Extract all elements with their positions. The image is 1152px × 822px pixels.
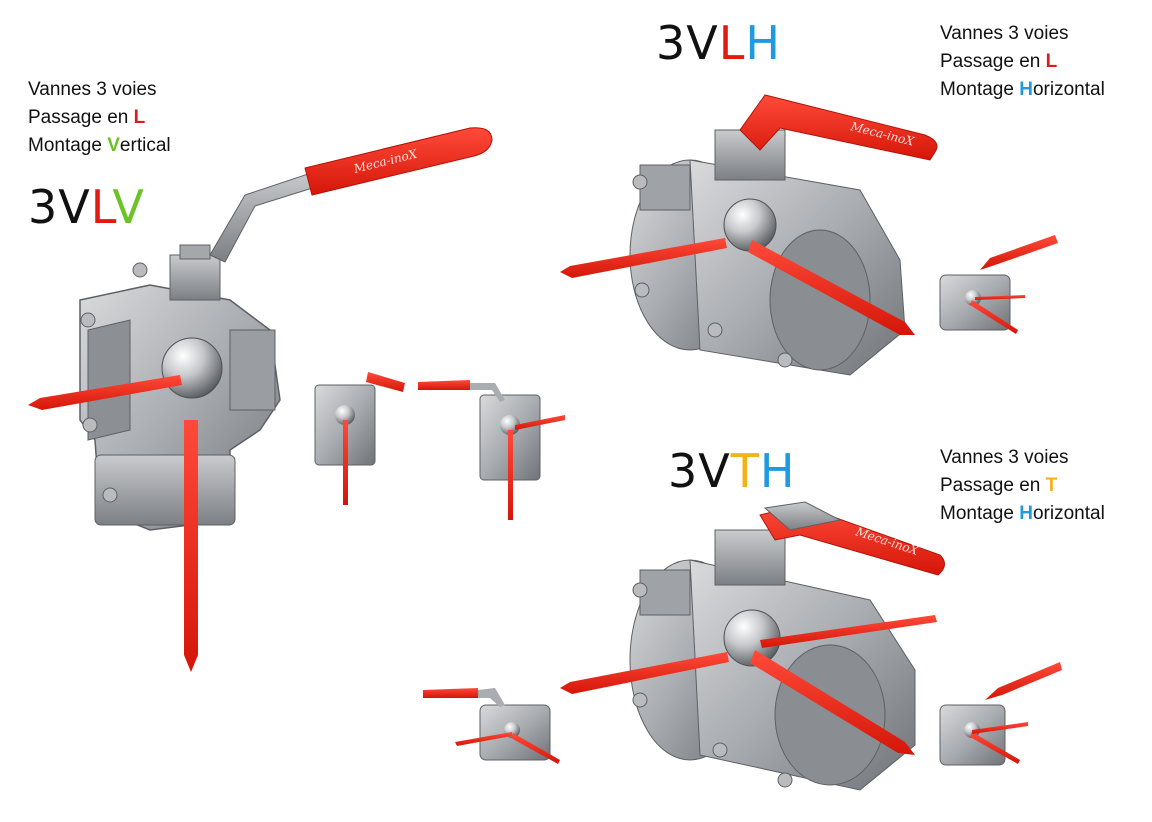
info-3vlh-line3-prefix: Montage xyxy=(940,79,1020,100)
info-3vlv-line2: Passage en L xyxy=(28,104,171,132)
code-3vth-b: T xyxy=(730,444,760,498)
valve-3vlv-thumb-a-icon xyxy=(314,372,405,505)
code-3vlh-a: 3V xyxy=(656,16,719,70)
info-3vth-line3: Montage Horizontal xyxy=(940,500,1105,528)
info-3vth-line3-prefix: Montage xyxy=(940,503,1020,524)
valve-3vth-thumb-left-icon xyxy=(423,688,560,764)
info-3vlh-line2: Passage en L xyxy=(940,48,1105,76)
code-3vlh-b: L xyxy=(718,16,746,70)
info-3vth-line3-letter: H xyxy=(1019,503,1033,524)
info-3vlh-line3-letter: H xyxy=(1019,79,1033,100)
valve-3vlh-icon: Meca-inoX xyxy=(560,94,938,376)
info-3vlh-line3-suffix: orizontal xyxy=(1032,79,1105,100)
valve-3vlh-thumb-icon xyxy=(939,235,1058,334)
valve-3vlv-icon: Meca-inoX xyxy=(28,127,493,672)
info-3vth: Vannes 3 voies Passage en T Montage Hori… xyxy=(940,444,1105,528)
info-3vlh-line1: Vannes 3 voies xyxy=(940,23,1069,44)
valve-3vlv-thumb-b-icon xyxy=(418,380,565,520)
valve-3vth-icon: Meca-inoX xyxy=(560,501,945,791)
info-3vlv-line2-letter: L xyxy=(133,107,146,128)
info-3vth-line2-letter: T xyxy=(1045,475,1058,496)
info-3vlv-line3: Montage Vertical xyxy=(28,132,171,160)
info-3vth-line1: Vannes 3 voies xyxy=(940,447,1069,468)
info-3vth-line2-prefix: Passage en xyxy=(940,475,1046,496)
info-3vth-line2: Passage en T xyxy=(940,472,1105,500)
info-3vlh-line2-prefix: Passage en xyxy=(940,51,1046,72)
code-3vlh: 3VLH xyxy=(656,18,781,68)
info-3vlv-line3-prefix: Montage xyxy=(28,135,108,156)
code-3vth-c: H xyxy=(759,444,796,498)
valve-3vth-thumb-right-icon xyxy=(939,662,1062,766)
code-3vth: 3VTH xyxy=(668,446,795,496)
code-3vlv: 3VLV xyxy=(28,182,145,232)
code-3vlv-a: 3V xyxy=(28,180,91,234)
code-3vth-a: 3V xyxy=(668,444,731,498)
info-3vth-line3-suffix: orizontal xyxy=(1032,503,1105,524)
info-3vlv-line3-letter: V xyxy=(107,135,120,156)
info-3vlv-line3-suffix: ertical xyxy=(119,135,171,156)
info-3vlh: Vannes 3 voies Passage en L Montage Hori… xyxy=(940,20,1105,104)
info-3vlv-line2-prefix: Passage en xyxy=(28,107,134,128)
info-3vlh-line3: Montage Horizontal xyxy=(940,76,1105,104)
info-3vlv: Vannes 3 voies Passage en L Montage Vert… xyxy=(28,76,171,160)
info-3vlv-line1: Vannes 3 voies xyxy=(28,79,157,100)
code-3vlh-c: H xyxy=(745,16,781,70)
info-3vlh-line2-letter: L xyxy=(1045,51,1058,72)
code-3vlv-b: L xyxy=(90,180,113,234)
code-3vlv-c: V xyxy=(112,180,145,234)
